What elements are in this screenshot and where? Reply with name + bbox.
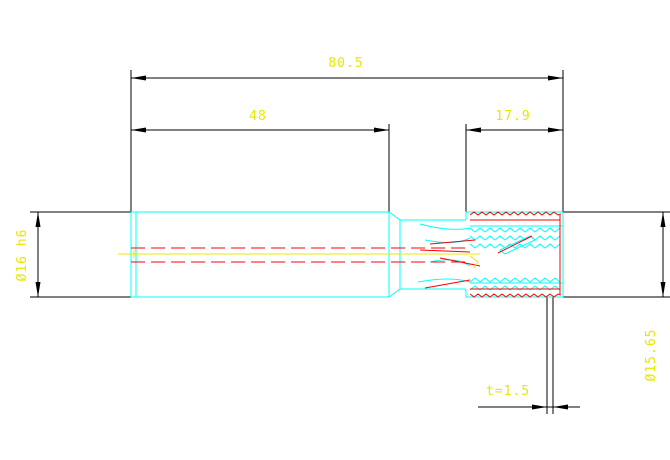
- flute-teeth-bottom: [469, 277, 561, 291]
- overall-length-label: 80.5: [328, 56, 363, 71]
- shank-diameter-label: Ø16 h6: [15, 229, 30, 282]
- center-axis: [118, 250, 480, 269]
- dim-shank-length: 48: [131, 109, 390, 212]
- shank-length-label: 48: [249, 109, 267, 124]
- pitch-label: t=1.5: [486, 384, 530, 399]
- dim-thread-length: 17.9: [465, 109, 563, 212]
- dim-pitch: t=1.5: [478, 297, 580, 414]
- tip-diameter-label: Ø15.65: [644, 329, 659, 382]
- dim-overall-length: 80.5: [130, 56, 564, 212]
- dim-tip-diameter: Ø15.65: [563, 211, 670, 382]
- thread-profile: [131, 211, 562, 298]
- dim-shank-diameter: Ø16 h6: [15, 211, 131, 298]
- thread-length-label: 17.9: [495, 109, 530, 124]
- flute-teeth-top: [469, 227, 561, 249]
